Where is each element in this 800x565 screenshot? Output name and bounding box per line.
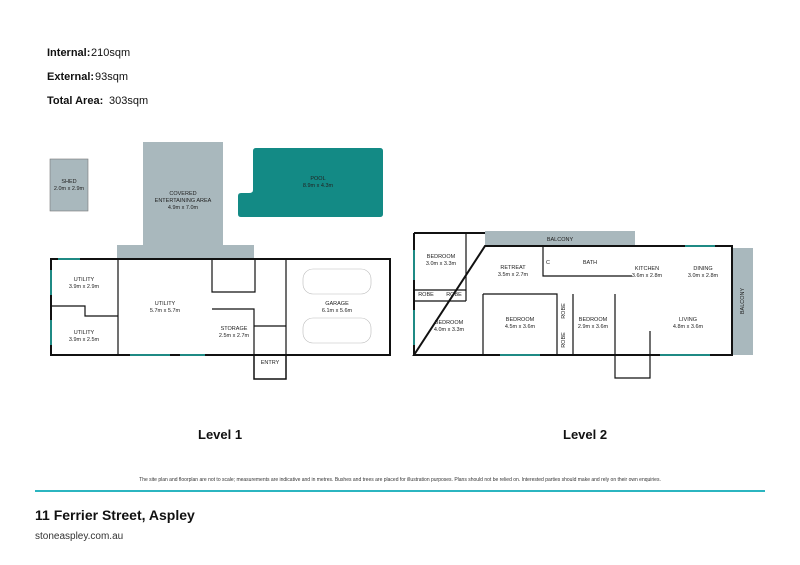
living-label: LIVING [679,317,697,323]
divider [35,490,765,492]
website-link[interactable]: stoneaspley.com.au [35,531,124,542]
utility-a-label: UTILITY [74,277,95,283]
balcony-top-label: BALCONY [547,237,574,243]
balcony-side [732,248,753,355]
balcony-top [485,231,635,245]
external-area: External:93sqm [47,71,128,83]
robe-2: ROBE [446,292,462,298]
kitchen-label: KITCHEN [635,266,659,272]
garage-size: 6.1m x 5.6m [322,308,353,314]
storage-size: 2.5m x 2.7m [219,333,250,339]
bed1-size: 3.0m x 3.3m [426,261,457,267]
bed3-size: 4.5m x 3.6m [505,324,536,330]
entry-label: ENTRY [261,360,280,366]
level2-title: Level 2 [563,427,608,442]
pool [238,148,383,217]
level2-walls [412,232,733,379]
dining-label: DINING [693,266,712,272]
level1-walls [50,258,391,380]
total-value: 303sqm [109,95,149,107]
bed3-label: BEDROOM [506,317,535,323]
covered-size: 4.9m x 7.0m [168,205,199,211]
covered-label-2: ENTERTAINING AREA [155,198,212,204]
bed1-label: BEDROOM [427,254,456,260]
balcony-side-label: BALCONY [740,288,746,315]
retreat-label: RETREAT [500,265,526,271]
robe-4: ROBE [561,332,567,348]
external-label: External: [47,71,95,83]
level1-title: Level 1 [198,427,243,442]
utility-c-size: 5.7m x 5.7m [150,308,181,314]
utility-c-label: UTILITY [155,301,176,307]
bed4-label: BEDROOM [579,317,608,323]
utility-b-size: 3.9m x 2.5m [69,337,100,343]
bed4-size: 2.9m x 3.6m [578,324,609,330]
garage-label: GARAGE [325,301,349,307]
internal-value: 210sqm [91,47,131,59]
pool-size: 8.9m x 4.3m [303,183,334,189]
bed2-label: BEDROOM [435,320,464,326]
garage-cars [302,268,372,344]
cupboard-label: C [546,260,550,266]
disclaimer: The site plan and floorplan are not to s… [139,477,661,483]
total-area: Total Area: 303sqm [47,95,148,107]
robe-3: ROBE [561,303,567,319]
level1-windows [50,258,205,356]
property-address: 11 Ferrier Street, Aspley [35,507,195,523]
utility-b-label: UTILITY [74,330,95,336]
bath-label: BATH [583,260,597,266]
shed-size: 2.0m x 2.9m [54,186,85,192]
retreat-size: 3.5m x 2.7m [498,272,529,278]
kitchen-size: 3.6m x 2.8m [632,273,663,279]
storage-label: STORAGE [221,326,248,332]
living-size: 4.8m x 3.6m [673,324,704,330]
internal-area: Internal:210sqm [47,47,130,59]
shed [49,158,89,212]
shed-label: SHED [61,179,76,185]
covered-label: COVERED [169,191,196,197]
bed2-size: 4.0m x 3.3m [434,327,465,333]
dining-size: 3.0m x 2.8m [688,273,719,279]
utility-a-size: 3.9m x 2.9m [69,284,100,290]
covered-area [117,142,254,259]
internal-label: Internal: [47,47,91,59]
total-label: Total Area: [47,95,104,107]
robe-1: ROBE [418,292,434,298]
pool-label: POOL [310,176,325,182]
external-value: 93sqm [95,71,129,83]
level2-windows [413,245,715,356]
